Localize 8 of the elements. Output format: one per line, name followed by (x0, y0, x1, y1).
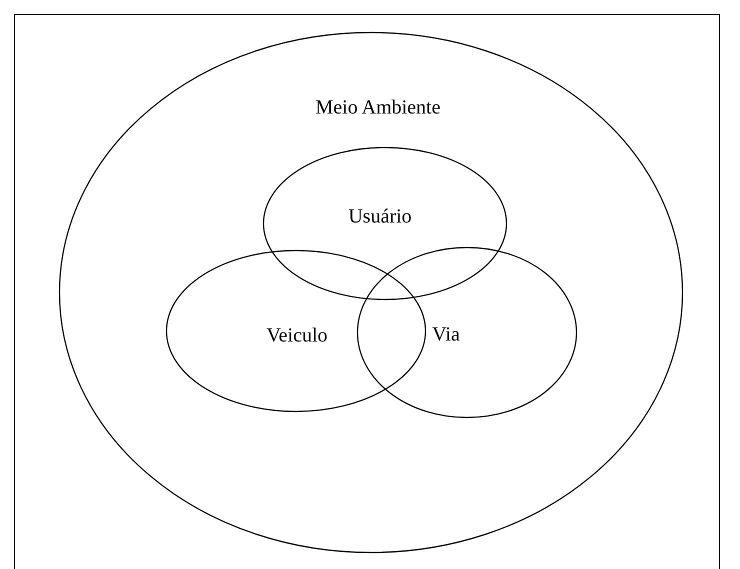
region-label: Veiculo (266, 324, 328, 348)
region-label: Usuário (348, 206, 412, 228)
venn-ellipse (59, 32, 683, 553)
region-label: Via (432, 324, 460, 346)
venn-ellipse (263, 147, 507, 300)
venn-ellipse (357, 247, 577, 418)
region-label: Meio Ambiente (316, 96, 440, 120)
venn-ellipse (166, 250, 426, 412)
